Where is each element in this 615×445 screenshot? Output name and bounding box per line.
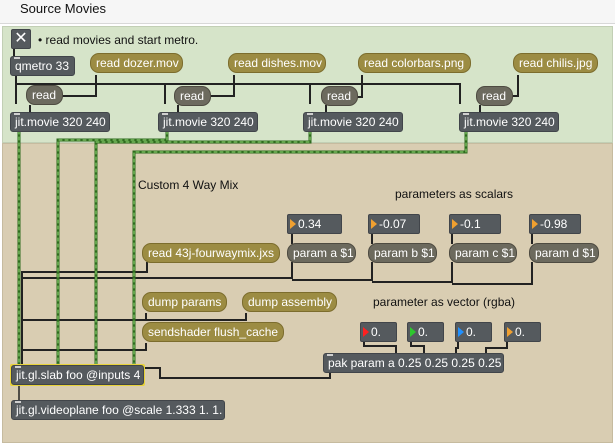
- float-param-b[interactable]: -0.07: [368, 214, 420, 234]
- vector-float-g[interactable]: 0.: [407, 322, 444, 342]
- read-chilis-message[interactable]: read chilis.jpg: [513, 53, 598, 73]
- float-arrow-icon: [532, 219, 538, 229]
- param-d-message[interactable]: param d $1: [529, 243, 599, 263]
- window-titlebar: Source Movies: [0, 0, 615, 24]
- jit-movie-3[interactable]: jit.movie 320 240: [303, 112, 403, 132]
- float-arrow-icon-red: [363, 327, 369, 337]
- jit-movie-4[interactable]: jit.movie 320 240: [459, 112, 559, 132]
- vector-float-o[interactable]: 0.: [504, 322, 541, 342]
- float-arrow-icon: [371, 219, 377, 229]
- float-param-a-value: 0.34: [298, 217, 322, 231]
- read-message-4[interactable]: read: [476, 86, 513, 106]
- param-a-message[interactable]: param a $1: [287, 243, 356, 263]
- read-message-2[interactable]: read: [174, 86, 211, 106]
- mix-comment: Custom 4 Way Mix: [138, 178, 239, 192]
- jit-gl-slab-object[interactable]: jit.gl.slab foo @inputs 4: [11, 365, 144, 385]
- float-param-a[interactable]: 0.34: [287, 214, 342, 234]
- float-arrow-icon: [290, 219, 296, 229]
- read-message-3[interactable]: read: [321, 86, 358, 106]
- vector-float-b[interactable]: 0.: [455, 322, 492, 342]
- float-param-d[interactable]: -0.98: [529, 214, 581, 234]
- vector-float-r[interactable]: 0.: [360, 322, 397, 342]
- qmetro-object[interactable]: qmetro 33: [10, 56, 75, 76]
- flush-cache-message[interactable]: sendshader flush_cache: [142, 322, 284, 342]
- float-param-c-value: -0.1: [460, 217, 481, 231]
- read-dozer-message[interactable]: read dozer.mov: [90, 53, 183, 73]
- read-message-1[interactable]: read: [26, 85, 63, 105]
- float-arrow-icon-blue: [458, 327, 464, 337]
- vector-float-r-value: 0.: [371, 325, 382, 339]
- float-param-b-value: -0.07: [379, 217, 407, 231]
- read-dishes-message[interactable]: read dishes.mov: [228, 53, 326, 73]
- pak-object[interactable]: pak param a 0.25 0.25 0.25 0.25: [323, 353, 504, 373]
- float-arrow-icon-green: [410, 327, 416, 337]
- float-arrow-icon: [452, 219, 458, 229]
- param-c-message[interactable]: param c $1: [449, 243, 517, 263]
- read-colorbars-message[interactable]: read colorbars.png: [358, 53, 471, 73]
- window-title: Source Movies: [20, 1, 106, 16]
- dump-assembly-message[interactable]: dump assembly: [242, 292, 337, 312]
- scalars-comment: parameters as scalars: [395, 187, 514, 201]
- float-param-d-value: -0.98: [540, 217, 568, 231]
- jit-gl-videoplane-object[interactable]: jit.gl.videoplane foo @scale 1.333 1. 1.: [11, 400, 225, 420]
- vector-float-b-value: 0.: [466, 325, 477, 339]
- float-param-c[interactable]: -0.1: [449, 214, 501, 234]
- instruction-comment: • read movies and start metro.: [38, 33, 199, 47]
- vector-comment: parameter as vector (rgba): [373, 295, 516, 309]
- read-shader-message[interactable]: read 43j-fourwaymix.jxs: [142, 243, 280, 263]
- vector-float-o-value: 0.: [515, 325, 526, 339]
- param-b-message[interactable]: param b $1: [368, 243, 437, 263]
- float-arrow-icon-orange: [507, 327, 513, 337]
- jit-movie-2[interactable]: jit.movie 320 240: [158, 112, 258, 132]
- dump-params-message[interactable]: dump params: [142, 292, 227, 312]
- jit-movie-1[interactable]: jit.movie 320 240: [10, 112, 110, 132]
- vector-float-g-value: 0.: [418, 325, 429, 339]
- start-toggle[interactable]: ✕: [11, 29, 31, 49]
